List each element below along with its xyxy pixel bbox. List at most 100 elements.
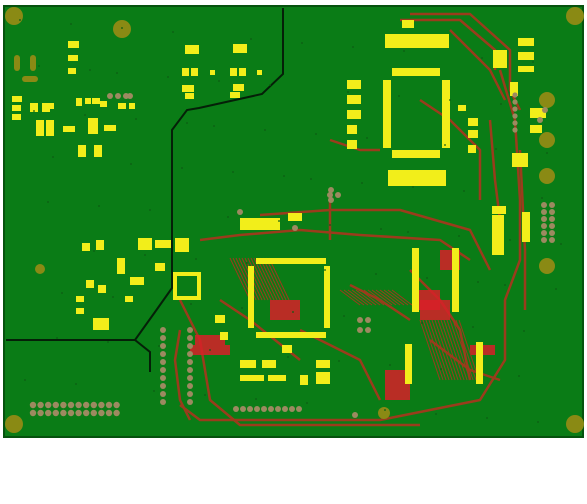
stitch-via-5 <box>504 284 506 286</box>
stitch-via-48 <box>315 133 317 135</box>
pad-layer <box>12 20 546 385</box>
pad-bottom-7 <box>215 315 225 323</box>
stitch-via-83 <box>440 368 442 370</box>
via-5 <box>335 192 341 198</box>
pad-bottom-0 <box>240 360 256 368</box>
pad-top-small <box>402 20 414 28</box>
bus-bar-1 <box>412 248 419 312</box>
trace-dense-7 <box>270 300 300 320</box>
header-pin-bottom-9 <box>98 409 105 417</box>
pad-bottom-2 <box>240 375 264 381</box>
stitch-via-9 <box>347 91 349 93</box>
via-10 <box>365 317 371 323</box>
stitch-via-13 <box>190 303 192 305</box>
pad-right-9 <box>492 215 504 255</box>
pour-boundary-left <box>6 8 284 341</box>
module-a-bottom <box>173 296 201 300</box>
fanout-b-10 <box>449 319 471 381</box>
right-header-a-5 <box>541 237 547 243</box>
right-col-via-5 <box>512 127 518 133</box>
stitch-via-53 <box>255 398 257 400</box>
stitch-via-46 <box>121 27 123 29</box>
pad-tl-30 <box>88 118 98 134</box>
right-col-via-0 <box>512 92 518 98</box>
bus-bar-4 <box>476 342 483 384</box>
stitch-via-47 <box>218 80 220 82</box>
mounting-hole-7 <box>5 415 23 433</box>
stitch-via-8 <box>250 38 252 40</box>
pad-qfp-aux-2 <box>347 110 361 119</box>
pad-lm-4 <box>155 240 171 248</box>
header-pin-bottom-2 <box>45 409 52 417</box>
fanout-c-8 <box>371 289 393 306</box>
mounting-hole-1 <box>113 20 131 38</box>
pad-tl-25 <box>85 98 91 104</box>
trace-9 <box>299 328 382 401</box>
stitch-via-18 <box>130 163 132 165</box>
mounting-hole-4 <box>539 132 555 148</box>
fanout-c-6 <box>363 289 385 306</box>
pad-tl-5 <box>182 68 189 76</box>
fanout-a-5 <box>244 257 266 301</box>
stitch-via-15 <box>384 409 386 411</box>
stitch-via-58 <box>195 258 197 260</box>
stitch-via-78 <box>500 103 502 105</box>
row-via-2 <box>247 406 253 412</box>
mounting-hole-3 <box>539 92 555 108</box>
pad-lm-11 <box>76 296 84 302</box>
right-col-via-4 <box>512 120 518 126</box>
pad-tl-0 <box>68 41 79 48</box>
right-header-a-2 <box>541 216 547 222</box>
pad-tl-9 <box>239 68 246 76</box>
header-pin-top-6 <box>75 401 82 409</box>
header-pin-top-5 <box>67 401 75 409</box>
right-header-a-1 <box>541 209 547 215</box>
mounting-hole-layer <box>5 7 584 433</box>
row-via-0 <box>233 406 239 412</box>
pad-tl-7 <box>210 70 215 75</box>
pad-lm-1 <box>96 240 104 250</box>
stitch-via-4 <box>407 231 409 233</box>
fanout-b-8 <box>443 319 465 381</box>
pad-tl-27 <box>100 101 107 107</box>
trace-2 <box>449 29 507 101</box>
pad-tl-11 <box>182 85 194 92</box>
stitch-via-42 <box>278 220 280 222</box>
fanout-c-13 <box>391 289 413 306</box>
stitch-via-27 <box>458 235 460 237</box>
right-header-b-1 <box>549 209 555 215</box>
bus-bar-3 <box>405 344 412 384</box>
stitch-via-65 <box>329 224 331 226</box>
pad-tl-33 <box>94 145 102 157</box>
pad-bottom-8 <box>220 332 228 340</box>
header-pin-bottom-0 <box>29 409 37 417</box>
stitch-via-0 <box>19 19 21 21</box>
pad-right-10 <box>522 212 530 242</box>
pad-lm-8 <box>86 280 94 288</box>
qfp-left-pads <box>383 80 391 148</box>
fanout-b-7 <box>440 319 462 381</box>
trace-13 <box>419 98 482 200</box>
stitch-via-74 <box>112 296 114 298</box>
pad-qfp-aux-1 <box>347 95 361 104</box>
col-via-a-8 <box>160 391 166 397</box>
pad-tl-29 <box>129 103 135 109</box>
col-via-b-6 <box>187 375 193 381</box>
pad-tl-21 <box>36 120 44 136</box>
pad-bottom-6 <box>316 372 330 384</box>
trace-12 <box>173 329 192 421</box>
stitch-via-38 <box>435 413 437 415</box>
stitch-via-84 <box>537 421 539 423</box>
stitch-via-77 <box>403 50 405 52</box>
pad-lm-7 <box>130 277 144 285</box>
pad-qfp-aux-6 <box>468 118 478 126</box>
pad-bottom-3 <box>268 375 286 381</box>
right-header-b-4 <box>549 230 555 236</box>
stitch-via-56 <box>546 152 548 154</box>
stitch-via-2 <box>213 125 215 127</box>
header-pin-top-3 <box>52 401 59 409</box>
stitch-via-24 <box>167 76 169 78</box>
pad-bottom-4 <box>300 375 308 385</box>
via-4 <box>328 187 334 193</box>
